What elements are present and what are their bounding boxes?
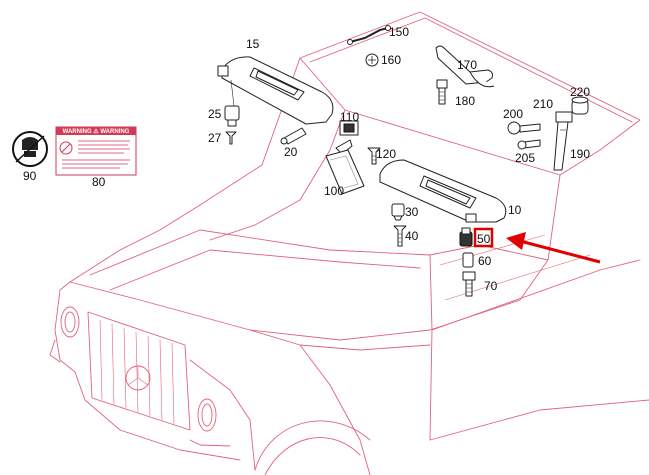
label-20: 20	[284, 145, 298, 159]
label-50: 50	[477, 232, 491, 246]
label-40: 40	[405, 229, 419, 243]
label-10: 10	[508, 203, 522, 217]
part-10-right-sun-visor[interactable]	[379, 159, 507, 223]
label-150: 150	[389, 25, 409, 39]
part-25-visor-clip[interactable]	[224, 105, 240, 127]
label-120: 120	[376, 147, 396, 161]
highlight-box-part-50	[473, 227, 494, 248]
part-70-bolt[interactable]	[462, 271, 476, 297]
part-190-strap[interactable]	[553, 121, 569, 171]
label-220: 220	[570, 85, 590, 99]
part-20-pin[interactable]	[280, 127, 307, 145]
part-110-bracket[interactable]	[339, 120, 359, 136]
label-90: 90	[23, 169, 37, 183]
label-27: 27	[208, 131, 222, 145]
label-190: 190	[570, 147, 590, 161]
part-180-bolt[interactable]	[436, 79, 448, 105]
warning-label-title: WARNING ⚠ WARNING	[63, 128, 130, 135]
label-110: 110	[340, 110, 359, 124]
label-160: 160	[381, 53, 401, 67]
label-200: 200	[503, 107, 523, 121]
vehicle-outline	[49, 11, 649, 475]
label-210: 210	[533, 97, 553, 111]
label-30: 30	[405, 205, 419, 219]
label-60: 60	[478, 254, 492, 268]
part-labels: 15 25 27 20 150 160 170 180 110 120 100 …	[23, 25, 590, 293]
part-200-screw[interactable]	[507, 121, 541, 135]
part-50-visor-support[interactable]	[459, 227, 473, 247]
part-60-sleeve[interactable]	[462, 252, 474, 268]
part-15-left-sun-visor[interactable]	[217, 56, 334, 125]
label-170: 170	[457, 58, 477, 72]
label-180: 180	[455, 94, 475, 108]
part-150-rod[interactable]	[347, 25, 391, 45]
label-100: 100	[324, 184, 344, 198]
part-210-mount[interactable]	[555, 111, 573, 123]
part-220-cap[interactable]	[571, 96, 589, 115]
part-120-screw[interactable]	[367, 147, 381, 165]
label-205: 205	[515, 151, 535, 165]
pointer-arrow	[506, 232, 601, 264]
label-80: 80	[92, 175, 106, 189]
part-27-screw[interactable]	[225, 131, 237, 145]
part-205-screw[interactable]	[517, 139, 541, 150]
part-80-warning-label[interactable]: WARNING ⚠ WARNING	[55, 126, 137, 176]
part-90-child-seat-icon[interactable]	[12, 131, 48, 167]
part-170-grab-handle[interactable]	[435, 45, 495, 88]
part-40-screw[interactable]	[393, 225, 407, 247]
label-15: 15	[246, 37, 260, 51]
label-25: 25	[208, 107, 222, 121]
label-70: 70	[484, 279, 498, 293]
part-160-screw[interactable]	[365, 53, 379, 67]
part-100-rear-view-mirror[interactable]	[325, 139, 365, 195]
part-30-clip[interactable]	[391, 203, 405, 221]
